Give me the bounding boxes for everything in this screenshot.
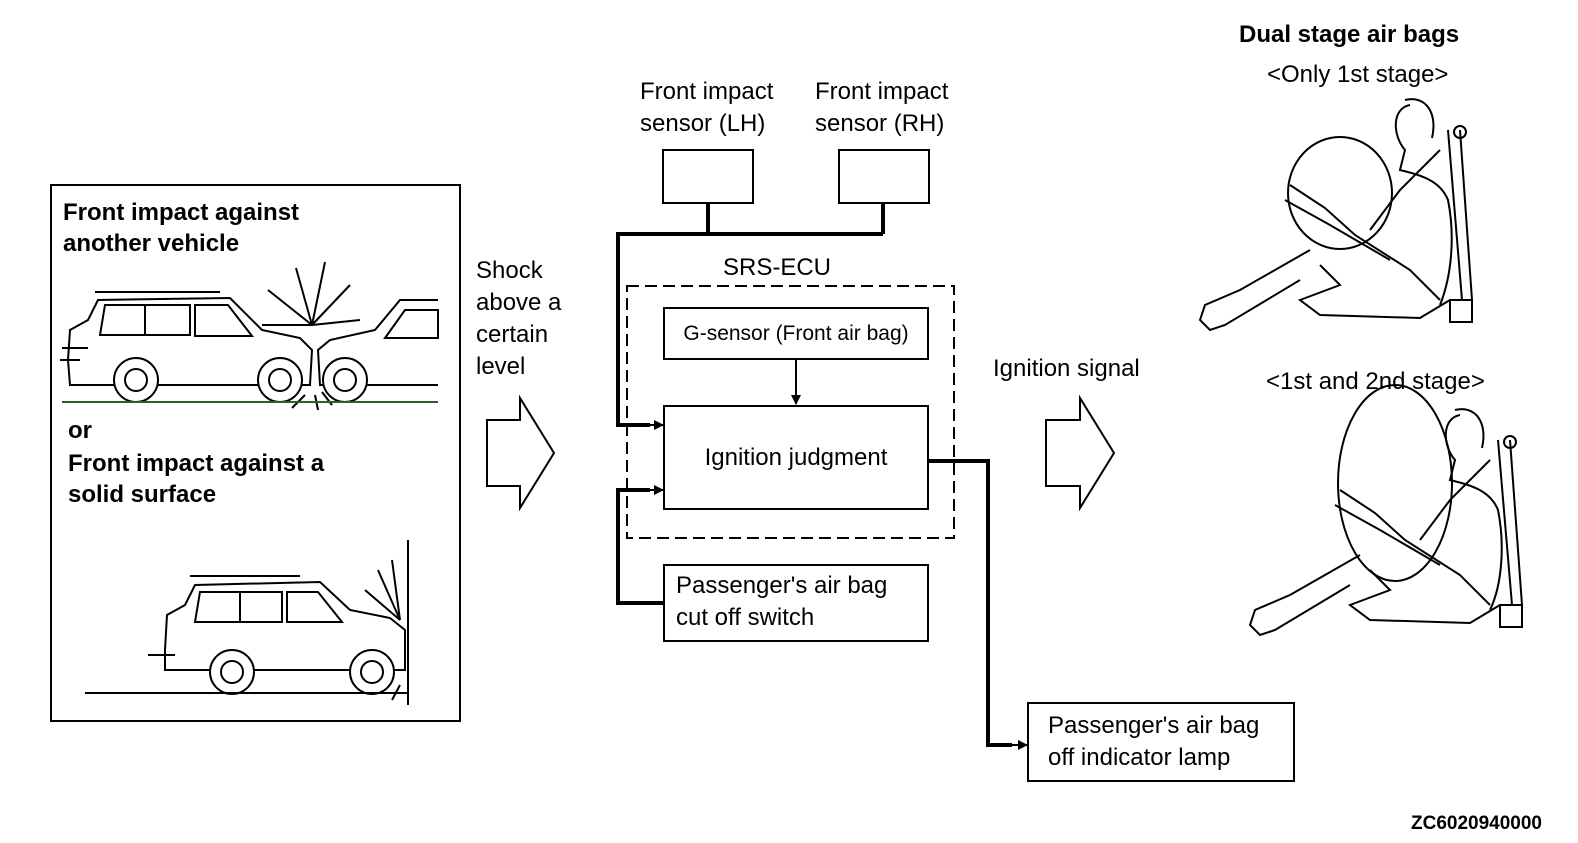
off-indicator-lamp-box: Passenger's air bag off indicator lamp [1027, 702, 1295, 782]
off-indicator-lamp-label-line2: off indicator lamp [1048, 744, 1231, 771]
srs-ecu-boundary [626, 285, 955, 539]
rh-sensor-label-line2: sensor (RH) [815, 110, 945, 137]
off-indicator-lamp-label-line1: Passenger's air bag [1048, 712, 1260, 739]
shock-label-line1: Shock [476, 257, 543, 284]
lamp-wiring [928, 459, 1012, 747]
cut-off-switch-label-line2: cut off switch [676, 604, 815, 631]
occupant-stage1-illustration [1198, 98, 1473, 332]
vehicle-collision-illustration [60, 261, 439, 411]
lh-sensor-label-line2: sensor (LH) [640, 110, 766, 137]
dual-stage-title: Dual stage air bags [1239, 21, 1460, 48]
front-impact-sensor-lh-box [662, 149, 754, 204]
stage1-label: <Only 1st stage> [1267, 61, 1449, 88]
shock-arrow [486, 394, 556, 512]
impact-scenarios-frame [50, 184, 461, 722]
g-sensor-label: G-sensor (Front air bag) [683, 321, 909, 345]
lh-sensor-label-line1: Front impact [640, 78, 774, 105]
switch-wiring [616, 488, 663, 605]
sensor-wiring [616, 202, 885, 427]
cut-off-switch-box: Passenger's air bag cut off switch [663, 564, 929, 642]
scenario-heading-line2: another vehicle [63, 230, 240, 257]
g-sensor-box: G-sensor (Front air bag) [663, 307, 929, 360]
scenario-heading-line1: Front impact against [63, 199, 300, 226]
srs-ecu-title: SRS-ECU [723, 254, 832, 281]
wall-collision-illustration [85, 540, 409, 705]
cut-off-switch-label-line1: Passenger's air bag [676, 572, 888, 599]
ignition-signal-arrow [1045, 394, 1116, 512]
ignition-judgment-label: Ignition judgment [704, 443, 888, 471]
scenario-or-label: or [68, 417, 92, 444]
front-impact-sensor-rh-box [838, 149, 930, 204]
shock-label-line4: level [476, 353, 526, 380]
stage2-label: <1st and 2nd stage> [1266, 368, 1485, 395]
scenario-heading2-line2: solid surface [68, 481, 217, 508]
scenario-heading2-line1: Front impact against a [68, 450, 325, 477]
shock-label-line3: certain [476, 321, 549, 348]
occupant-stage2-illustration [1248, 384, 1523, 637]
ignition-signal-label: Ignition signal [993, 355, 1140, 382]
rh-sensor-label-line1: Front impact [815, 78, 949, 105]
figure-code: ZC6020940000 [1411, 813, 1542, 834]
shock-label-line2: above a [476, 289, 562, 316]
ignition-judgment-box: Ignition judgment [663, 405, 929, 510]
